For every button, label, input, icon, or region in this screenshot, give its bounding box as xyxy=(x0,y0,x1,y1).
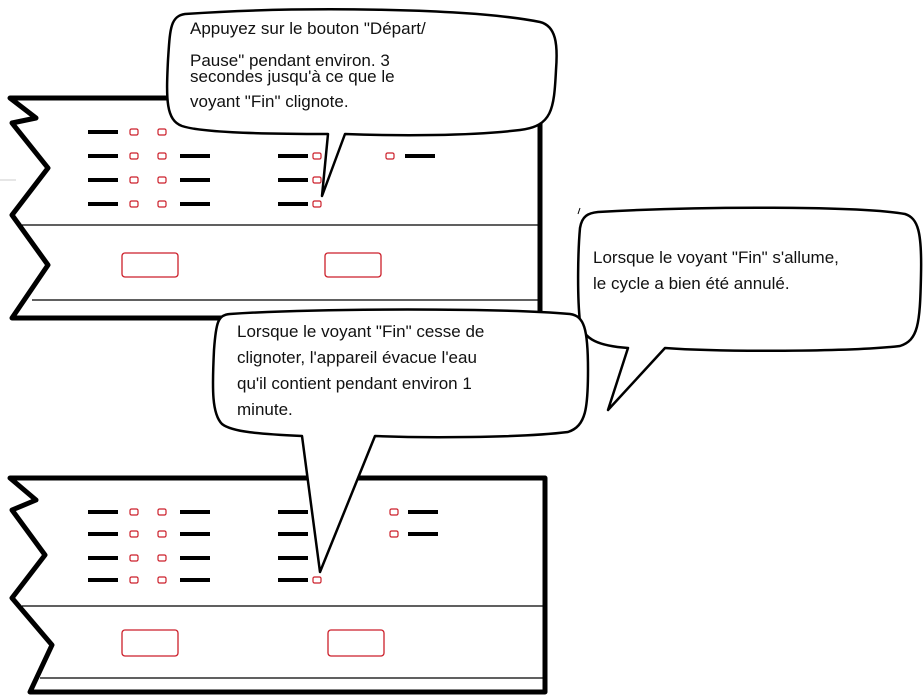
start-pause-button-bottom[interactable] xyxy=(121,629,179,657)
indicator-light-icon xyxy=(129,152,139,160)
indicator-light-icon xyxy=(389,530,399,538)
indicator-light-icon xyxy=(157,200,167,208)
indicator-light-icon xyxy=(312,576,322,584)
indicator-grid-middle-bottom xyxy=(278,510,322,584)
indicator-light-icon xyxy=(312,200,322,208)
indicator-light-icon xyxy=(157,554,167,562)
indicator-grid-right-bottom xyxy=(389,508,438,538)
indicator-light-icon xyxy=(129,200,139,208)
callout-line: minute. xyxy=(237,400,293,419)
callout-line: Pause" pendant environ. 3 xyxy=(190,51,390,70)
indicator-light-icon xyxy=(129,576,139,584)
indicator-light-icon xyxy=(157,128,167,136)
program-button[interactable] xyxy=(324,252,382,278)
tick-mark xyxy=(577,207,581,215)
callout-line: Lorsque le voyant "Fin" s'allume, xyxy=(593,248,839,267)
control-panel-bottom xyxy=(7,475,548,695)
callout-text-cycle-cancelled: Lorsque le voyant "Fin" s'allume, le cyc… xyxy=(593,247,913,294)
program-button-bottom[interactable] xyxy=(327,629,385,657)
indicator-grid-middle xyxy=(278,152,435,208)
callout-bubble-cycle-cancelled xyxy=(576,206,923,412)
callout-line: Lorsque le voyant "Fin" cesse de xyxy=(237,322,485,341)
indicator-grid-left xyxy=(88,128,210,208)
indicator-light-icon xyxy=(157,176,167,184)
callout-line: voyant "Fin" clignote. xyxy=(190,92,349,111)
callout-text-press-start: Appuyez sur le bouton "Départ/ Pause" pe… xyxy=(190,18,540,112)
indicator-light-icon xyxy=(389,508,399,516)
callout-line: qu'il contient pendant environ 1 xyxy=(237,374,472,393)
indicator-grid-left-bottom xyxy=(88,508,210,584)
callout-bubble-drain-water xyxy=(211,308,590,574)
callout-bubble-press-start xyxy=(165,8,558,198)
indicator-light-icon xyxy=(129,176,139,184)
callout-text-drain-water: Lorsque le voyant "Fin" cesse de clignot… xyxy=(237,319,582,423)
indicator-light-icon xyxy=(157,508,167,516)
control-panel-top xyxy=(0,95,543,321)
indicator-light-icon xyxy=(129,530,139,538)
indicator-light-icon xyxy=(312,152,322,160)
callout-line: Appuyez sur le bouton "Départ/ xyxy=(190,19,426,38)
indicator-light-icon xyxy=(385,152,395,160)
indicator-light-icon xyxy=(157,576,167,584)
indicator-light-icon xyxy=(129,554,139,562)
start-pause-button[interactable] xyxy=(121,252,179,278)
indicator-light-icon xyxy=(157,152,167,160)
callout-line: secondes jusqu'à ce que le xyxy=(190,67,395,86)
indicator-light-icon xyxy=(129,128,139,136)
indicator-light-icon xyxy=(157,530,167,538)
indicator-light-icon xyxy=(129,508,139,516)
callout-line: le cycle a bien été annulé. xyxy=(593,274,790,293)
callout-line: clignoter, l'appareil évacue l'eau xyxy=(237,348,477,367)
indicator-light-icon xyxy=(312,176,322,184)
